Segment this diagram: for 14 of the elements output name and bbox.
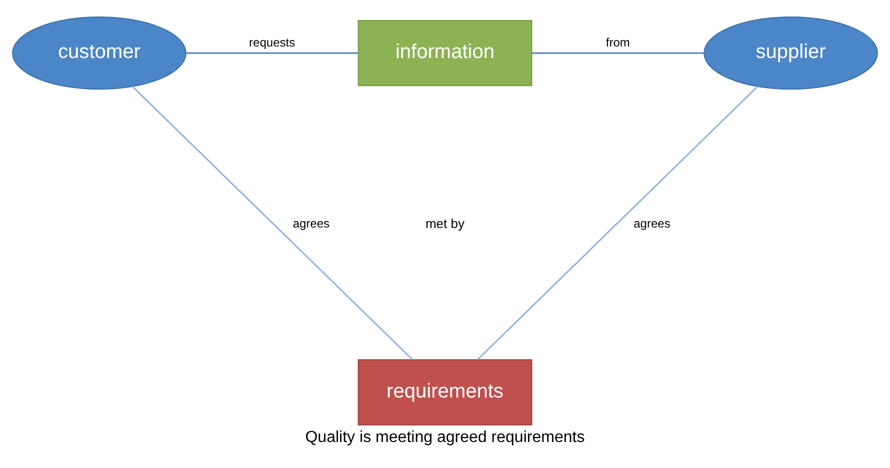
connector xyxy=(186,52,358,54)
edge-label: from xyxy=(606,36,630,50)
connector xyxy=(532,52,704,54)
edge-label: agrees xyxy=(292,216,330,231)
node-box: requirements xyxy=(358,359,532,426)
node-box: information xyxy=(358,20,532,86)
node-ellipse: customer xyxy=(12,16,186,90)
connector xyxy=(477,86,758,360)
edge-label: agrees xyxy=(634,216,670,231)
label: met by xyxy=(425,216,465,231)
edge-label: requests xyxy=(249,36,296,50)
caption: Quality is meeting agreed requirements xyxy=(305,428,585,446)
connector xyxy=(132,86,413,360)
node-ellipse: supplier xyxy=(704,16,878,90)
